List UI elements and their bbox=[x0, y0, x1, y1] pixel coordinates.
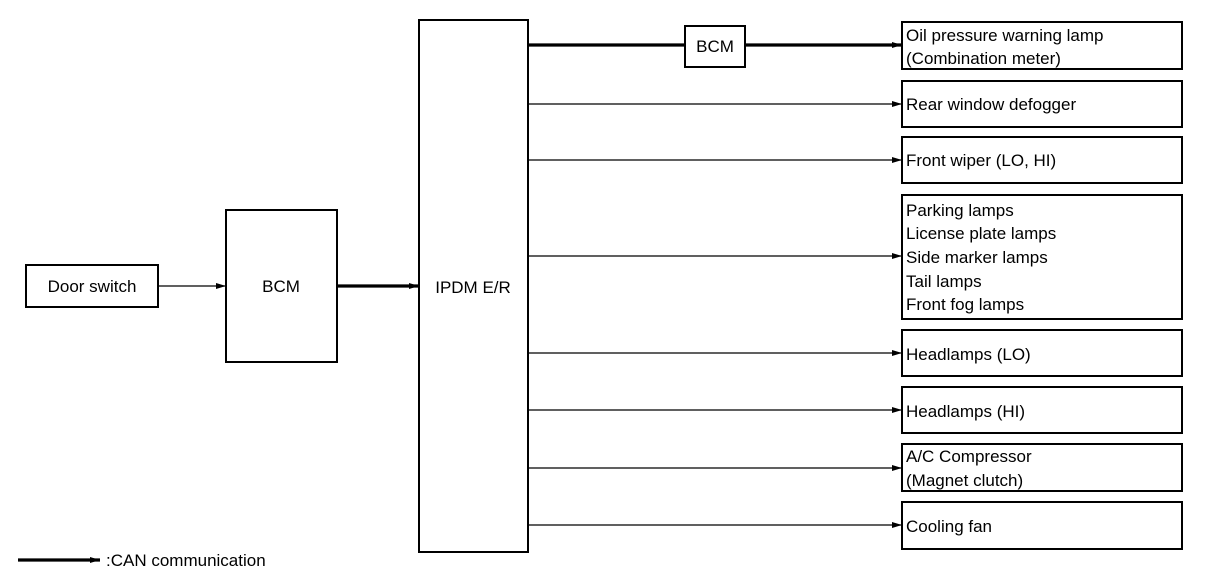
output-line: Parking lamps bbox=[906, 201, 1014, 220]
door-switch-node: Door switch bbox=[25, 264, 159, 308]
door-switch-label: Door switch bbox=[48, 277, 137, 296]
output-line: Oil pressure warning lamp bbox=[906, 26, 1103, 45]
output-line: Side marker lamps bbox=[906, 248, 1048, 267]
output-line: (Magnet clutch) bbox=[906, 471, 1023, 490]
legend-label: :CAN communication bbox=[106, 551, 266, 570]
output-line: Front fog lamps bbox=[906, 295, 1024, 314]
output-oil-pressure-lamp: Oil pressure warning lamp (Combination m… bbox=[901, 21, 1183, 70]
ipdm-label: IPDM E/R bbox=[435, 278, 511, 297]
output-line: License plate lamps bbox=[906, 224, 1056, 243]
output-line: A/C Compressor bbox=[906, 447, 1032, 466]
output-line: Tail lamps bbox=[906, 272, 982, 291]
output-front-wiper: Front wiper (LO, HI) bbox=[901, 136, 1183, 184]
output-line: (Combination meter) bbox=[906, 49, 1061, 68]
bcm-top-node: BCM bbox=[684, 25, 746, 68]
output-headlamps-lo: Headlamps (LO) bbox=[901, 329, 1183, 377]
output-line: Front wiper (LO, HI) bbox=[906, 151, 1056, 170]
output-ac-compressor: A/C Compressor (Magnet clutch) bbox=[901, 443, 1183, 492]
output-headlamps-hi: Headlamps (HI) bbox=[901, 386, 1183, 434]
output-line: Headlamps (HI) bbox=[906, 402, 1025, 421]
legend: :CAN communication bbox=[18, 551, 266, 570]
output-rear-window-defogger: Rear window defogger bbox=[901, 80, 1183, 128]
output-line: Cooling fan bbox=[906, 517, 992, 536]
output-lamps-group: Parking lamps License plate lamps Side m… bbox=[901, 194, 1183, 320]
bcm-left-node: BCM bbox=[225, 209, 338, 363]
output-line: Headlamps (LO) bbox=[906, 345, 1031, 364]
output-line: Rear window defogger bbox=[906, 95, 1076, 114]
ipdm-node: IPDM E/R bbox=[418, 19, 529, 553]
bcm-top-label: BCM bbox=[696, 37, 734, 56]
bcm-left-label: BCM bbox=[262, 277, 300, 296]
output-cooling-fan: Cooling fan bbox=[901, 501, 1183, 550]
